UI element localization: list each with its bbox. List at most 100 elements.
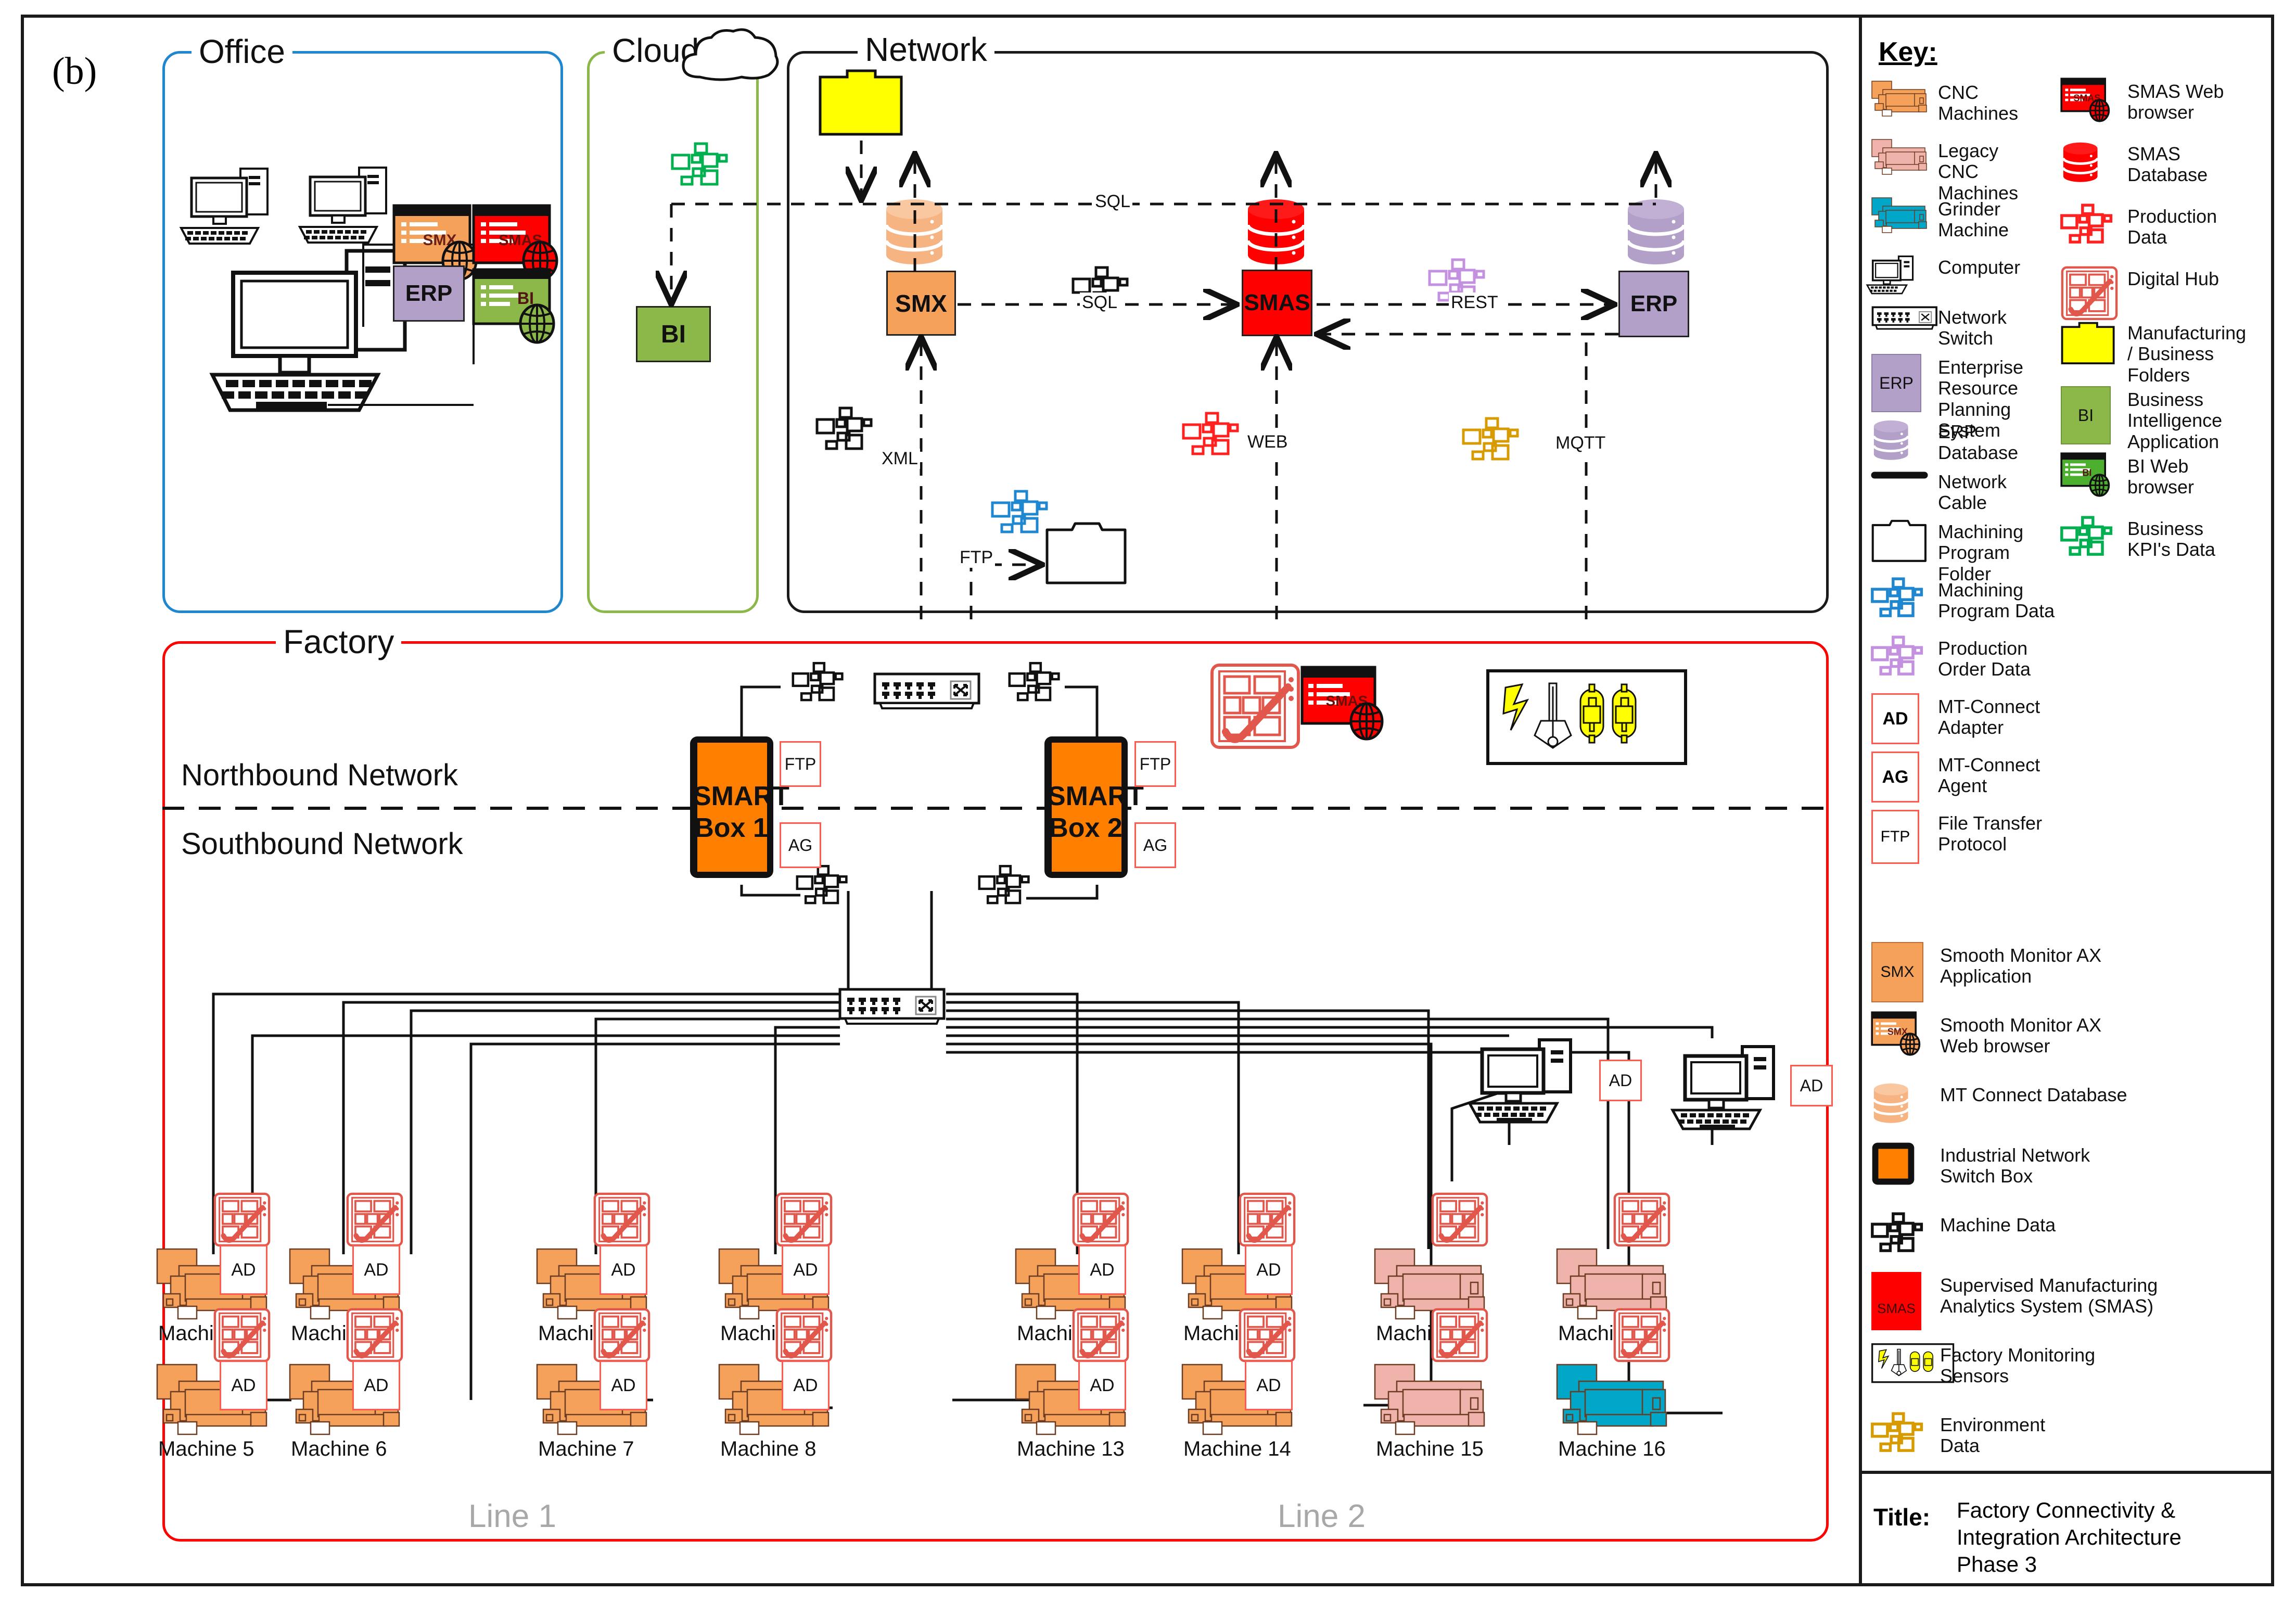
key-item-label: Machining Program Data xyxy=(1938,579,2055,622)
smart-box-2-ftp-label: FTP xyxy=(1139,754,1171,773)
key-item-label: Enterprise Resource Planning System xyxy=(1938,357,2024,441)
factory-digital-hub xyxy=(1210,662,1309,752)
smart-box-1-line2: Box 1 xyxy=(694,813,768,844)
northbound-network-label: Northbound Network xyxy=(181,758,458,792)
digital-hub-icon xyxy=(593,1192,656,1248)
figure-label: (b) xyxy=(52,50,97,93)
smx-node[interactable]: SMX xyxy=(886,271,956,336)
smart-box-2-line2: Box 2 xyxy=(1049,813,1123,844)
key-item-label: Industrial Network Switch Box xyxy=(1940,1144,2090,1187)
cloud-bi-label: BI xyxy=(661,320,686,348)
southbound-network-switch[interactable] xyxy=(838,985,948,1032)
smart-box-2[interactable] xyxy=(1043,735,1147,881)
mt-connect-agent-icon: AG xyxy=(1871,752,1919,803)
key-item-label: Digital Hub xyxy=(2127,268,2220,289)
key-item-label: SMAS Web browser xyxy=(2127,81,2224,123)
factory-computer-2[interactable] xyxy=(1670,1042,1802,1144)
key-item-label: MT-Connect Agent xyxy=(1938,754,2040,797)
key-item-label: CNC Machines xyxy=(1938,82,2019,124)
smart-box-1-ftp-tag: FTP xyxy=(780,741,821,787)
mt-connect-adapter-tag: AD xyxy=(782,1245,830,1295)
ftp-icon: FTP xyxy=(1871,810,1919,864)
key-item-label: File Transfer Protocol xyxy=(1938,812,2043,855)
legacy-machine-icon xyxy=(1374,1248,1499,1321)
office-erp-label: ERP xyxy=(405,281,453,306)
mt-connect-adapter-tag: AD xyxy=(220,1360,267,1410)
business-kpis-data-icon xyxy=(2060,515,2113,563)
smart-box-1-ftp-label: FTP xyxy=(784,754,817,773)
key-item-label: Manufacturing / Business Folders xyxy=(2127,322,2247,386)
network-zone-label: Network xyxy=(858,30,994,69)
key-item-label: Business Intelligence Application xyxy=(2127,389,2223,452)
office-erp-application[interactable]: ERP xyxy=(393,265,465,322)
factory-computer-1-ad-label: AD xyxy=(1609,1071,1632,1090)
manufacturing-folder-icon xyxy=(2061,320,2117,367)
office-zone-label: Office xyxy=(192,32,292,71)
key-item-label: Smooth Monitor AX Application xyxy=(1940,945,2102,987)
erp-node[interactable]: ERP xyxy=(1618,271,1689,337)
key-panel-divider xyxy=(1859,15,1862,1586)
digital-hub-icon xyxy=(346,1307,409,1364)
machine-name-label: Machine 15 xyxy=(1376,1437,1484,1460)
digital-hub-icon xyxy=(1072,1307,1134,1364)
smx-node-label: SMX xyxy=(895,289,947,317)
key-item-label: Production Order Data xyxy=(1938,638,2031,680)
key-item-label: Grinder Machine xyxy=(1938,198,2009,241)
protocol-label-sql-top: SQL xyxy=(1093,192,1133,212)
digital-hub-icon xyxy=(1613,1192,1676,1248)
protocol-label-ftp: FTP xyxy=(958,548,996,568)
smart-box-2-ag-tag: AG xyxy=(1134,822,1176,868)
bi-application-icon: BI xyxy=(2061,386,2111,444)
digital-hub-icon xyxy=(2061,265,2123,322)
factory-computer-1[interactable] xyxy=(1467,1036,1599,1137)
office-computer-1 xyxy=(179,167,292,258)
mt-connect-database-icon xyxy=(1871,1081,1911,1125)
title-block-label: Title: xyxy=(1873,1504,1931,1531)
machine-name-label: Machine 5 xyxy=(158,1437,254,1460)
mt-connect-adapter-tag: AD xyxy=(220,1245,267,1295)
network-switch-icon xyxy=(1871,304,1939,334)
mt-connect-adapter-tag: AD xyxy=(1245,1245,1293,1295)
northbound-network-switch[interactable] xyxy=(873,670,983,717)
smas-web-browser-icon: SMAS xyxy=(2060,78,2117,128)
figure-outer-frame xyxy=(21,15,2274,1586)
grinder-machine-icon xyxy=(1556,1364,1681,1436)
digital-hub-icon xyxy=(775,1192,838,1248)
key-item-label: Supervised Manufacturing Analytics Syste… xyxy=(1940,1275,2158,1317)
mt-connect-adapter-tag: AD xyxy=(782,1360,830,1410)
factory-sensors-icon xyxy=(1871,1342,1955,1385)
key-item-label: ERP Database xyxy=(1938,421,2019,464)
bi-web-browser-icon: BI xyxy=(2060,452,2117,503)
machine-name-label: Machine 13 xyxy=(1017,1437,1125,1460)
machine-data-icon-sb-right xyxy=(978,864,1030,912)
office-bi-web-browser[interactable]: BI xyxy=(472,268,566,352)
industrial-switch-box-icon xyxy=(1871,1142,1915,1186)
smx-application-icon: SMX xyxy=(1871,942,1923,1002)
machine-name-label: Machine 14 xyxy=(1183,1437,1291,1460)
factory-computer-1-ad-tag: AD xyxy=(1599,1060,1642,1101)
key-item-label: Business KPI's Data xyxy=(2127,518,2215,561)
factory-smas-web-browser[interactable]: SMAS xyxy=(1300,666,1395,749)
digital-hub-icon xyxy=(1072,1192,1134,1248)
factory-monitoring-sensors xyxy=(1486,669,1689,768)
factory-zone-label: Factory xyxy=(276,622,402,661)
manufacturing-business-folder xyxy=(818,67,907,139)
legacy-cnc-machine-icon xyxy=(1871,137,1934,177)
title-block-text: Factory Connectivity & Integration Archi… xyxy=(1957,1498,2182,1577)
key-title: Key: xyxy=(1879,37,1937,67)
machine-data-icon-sb-left xyxy=(796,864,848,912)
key-item-label: Network Switch xyxy=(1938,307,2007,349)
cloud-bi-application[interactable]: BI xyxy=(636,306,711,362)
smart-box-1[interactable] xyxy=(689,735,793,881)
grinder-machine-icon xyxy=(1871,196,1934,235)
protocol-label-web: WEB xyxy=(1245,432,1290,452)
smas-node[interactable]: SMAS xyxy=(1242,270,1312,336)
machining-program-data-icon-network xyxy=(991,489,1049,541)
mt-connect-adapter-tag: AD xyxy=(599,1245,647,1295)
environment-data-icon xyxy=(1871,1411,1923,1459)
digital-hub-icon xyxy=(1613,1307,1676,1364)
office-smx-web-browser[interactable]: SMX xyxy=(392,204,487,288)
protocol-label-mqtt: MQTT xyxy=(1553,433,1608,453)
mt-connect-adapter-tag: AD xyxy=(352,1245,400,1295)
